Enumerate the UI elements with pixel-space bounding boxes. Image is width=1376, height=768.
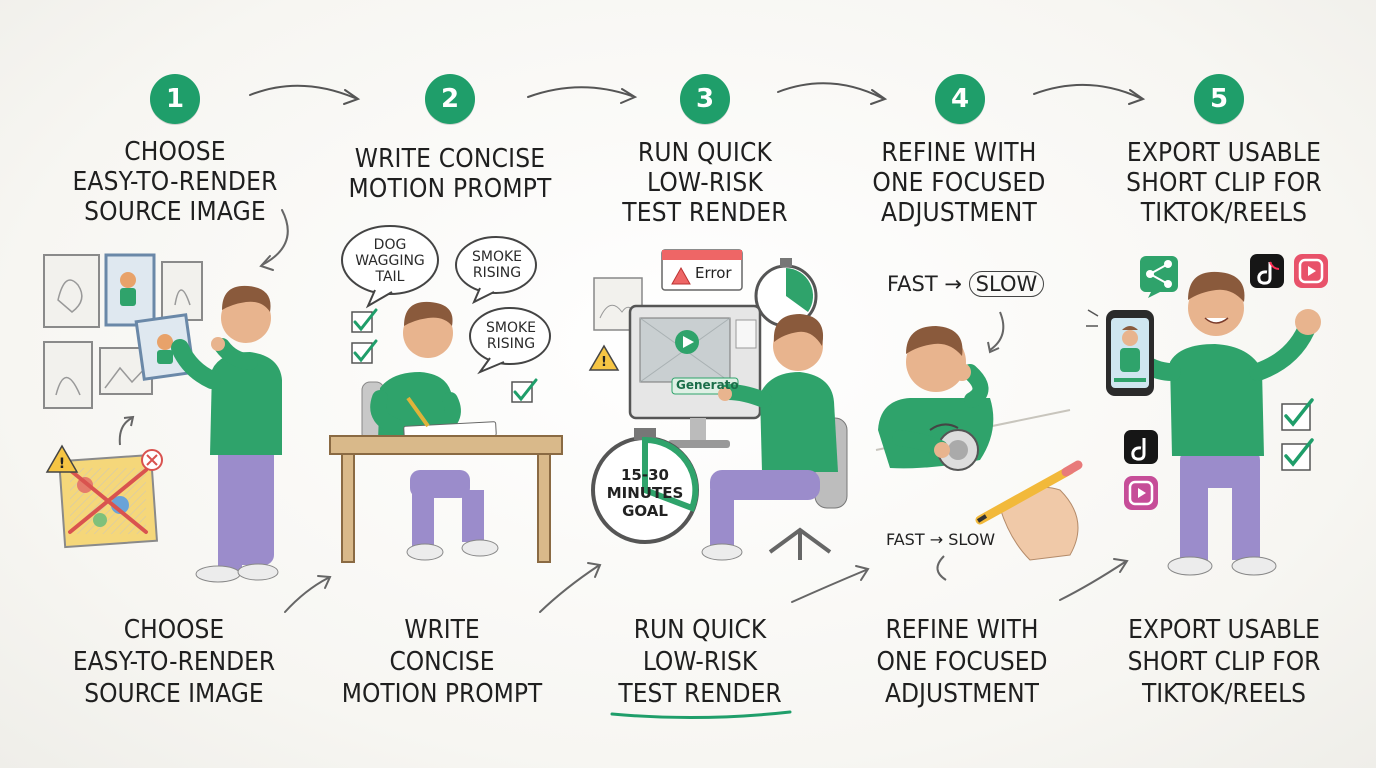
error-label: Error bbox=[695, 264, 732, 282]
caption-line: CONCISE bbox=[389, 647, 495, 677]
arrow-4-5 bbox=[1033, 83, 1141, 99]
step-3-badge: 3 bbox=[680, 74, 730, 124]
heading-line: RUN QUICK bbox=[637, 138, 773, 168]
step-2-heading: WRITE CONCISE MOTION PROMPT bbox=[320, 144, 580, 204]
heading-line: SHORT CLIP FOR bbox=[1126, 168, 1322, 198]
heading-line: LOW-RISK bbox=[647, 168, 763, 198]
bubble-dog-wagging: DOG WAGGING TAIL bbox=[355, 237, 425, 285]
speed-to: SLOW bbox=[948, 530, 996, 549]
flow-arrows-bottom bbox=[284, 558, 1129, 613]
caption-line: RUN QUICK bbox=[633, 615, 767, 645]
caption-underline bbox=[610, 710, 792, 720]
timer-line: 15-30 bbox=[621, 466, 669, 484]
caption-line: ONE FOCUSED bbox=[876, 647, 1048, 677]
svg-text:!: ! bbox=[59, 456, 65, 472]
step1-illustration: ! bbox=[43, 253, 282, 583]
caption-line: SHORT CLIP FOR bbox=[1127, 647, 1321, 677]
caption-line: MOTION PROMPT bbox=[341, 679, 543, 709]
arrow-3-4 bbox=[777, 82, 883, 99]
caption-line: EASY-TO-RENDER bbox=[72, 647, 276, 677]
generate-button-label: Generato bbox=[676, 378, 739, 392]
speed-to: SLOW bbox=[968, 271, 1045, 297]
step-5-badge: 5 bbox=[1194, 74, 1244, 124]
speed-from: FAST bbox=[887, 272, 938, 296]
step-5-heading: EXPORT USABLE SHORT CLIP FOR TIKTOK/REEL… bbox=[1094, 138, 1354, 228]
caption-line: WRITE bbox=[404, 615, 480, 645]
heading-line: EXPORT USABLE bbox=[1126, 138, 1322, 168]
step-3-heading: RUN QUICK LOW-RISK TEST RENDER bbox=[575, 138, 835, 228]
flow-arrows-top bbox=[249, 82, 1146, 105]
step-4-heading: REFINE WITH ONE FOCUSED ADJUSTMENT bbox=[829, 138, 1089, 228]
heading-line: CHOOSE bbox=[124, 137, 226, 167]
timer-line: MINUTES bbox=[606, 484, 684, 502]
curl-arrow-step1 bbox=[259, 209, 289, 271]
caption-line: EXPORT USABLE bbox=[1128, 615, 1320, 645]
caption-line: CHOOSE bbox=[123, 615, 225, 645]
step4-illustration bbox=[875, 311, 1083, 581]
heading-line: REFINE WITH bbox=[881, 138, 1037, 168]
heading-line: MOTION PROMPT bbox=[348, 174, 552, 204]
step-3-caption: RUN QUICK LOW-RISK TEST RENDER bbox=[560, 614, 840, 710]
heading-line: TIKTOK/REELS bbox=[1140, 198, 1308, 228]
step2-illustration bbox=[329, 225, 563, 563]
bubble-smoke-rising-1: SMOKE RISING bbox=[471, 249, 522, 281]
caption-line: SOURCE IMAGE bbox=[84, 679, 264, 709]
caption-line: TIKTOK/REELS bbox=[1141, 679, 1307, 709]
caption-line: ADJUSTMENT bbox=[885, 679, 1039, 709]
step-4-badge: 4 bbox=[935, 74, 985, 124]
arrow-2-3 bbox=[527, 86, 633, 98]
timer-line: GOAL bbox=[622, 502, 668, 520]
heading-line: WRITE CONCISE bbox=[354, 144, 546, 174]
heading-line: TEST RENDER bbox=[622, 198, 788, 228]
step5-illustration bbox=[1086, 254, 1328, 576]
caption-line: LOW-RISK bbox=[642, 647, 758, 677]
step-2-caption: WRITE CONCISE MOTION PROMPT bbox=[302, 614, 582, 710]
heading-line: SOURCE IMAGE bbox=[84, 197, 266, 227]
step-2-badge: 2 bbox=[425, 74, 475, 124]
heading-line: ADJUSTMENT bbox=[881, 198, 1037, 228]
speed-from: FAST bbox=[886, 530, 925, 549]
svg-text:!: ! bbox=[601, 355, 607, 370]
step-1-caption: CHOOSE EASY-TO-RENDER SOURCE IMAGE bbox=[34, 614, 314, 710]
step-1-badge: 1 bbox=[150, 74, 200, 124]
step-5-caption: EXPORT USABLE SHORT CLIP FOR TIKTOK/REEL… bbox=[1084, 614, 1364, 710]
heading-line: ONE FOCUSED bbox=[872, 168, 1046, 198]
step-1-heading: CHOOSE EASY-TO-RENDER SOURCE IMAGE bbox=[45, 137, 305, 227]
arrow-glyph: → bbox=[929, 530, 944, 549]
step3-illustration: ! bbox=[588, 249, 848, 561]
speed-change-top: FAST → SLOW bbox=[887, 271, 1045, 297]
arrow-1-2 bbox=[249, 84, 356, 99]
bubble-smoke-rising-2: SMOKE RISING bbox=[485, 320, 536, 352]
timer-label: 15-30 MINUTES GOAL bbox=[600, 466, 690, 520]
caption-line: REFINE WITH bbox=[885, 615, 1039, 645]
heading-line: EASY-TO-RENDER bbox=[72, 167, 278, 197]
step-4-caption: REFINE WITH ONE FOCUSED ADJUSTMENT bbox=[822, 614, 1102, 710]
arrow-glyph: → bbox=[944, 272, 962, 296]
caption-line: TEST RENDER bbox=[618, 679, 782, 709]
speed-change-bottom: FAST → SLOW bbox=[886, 530, 995, 549]
